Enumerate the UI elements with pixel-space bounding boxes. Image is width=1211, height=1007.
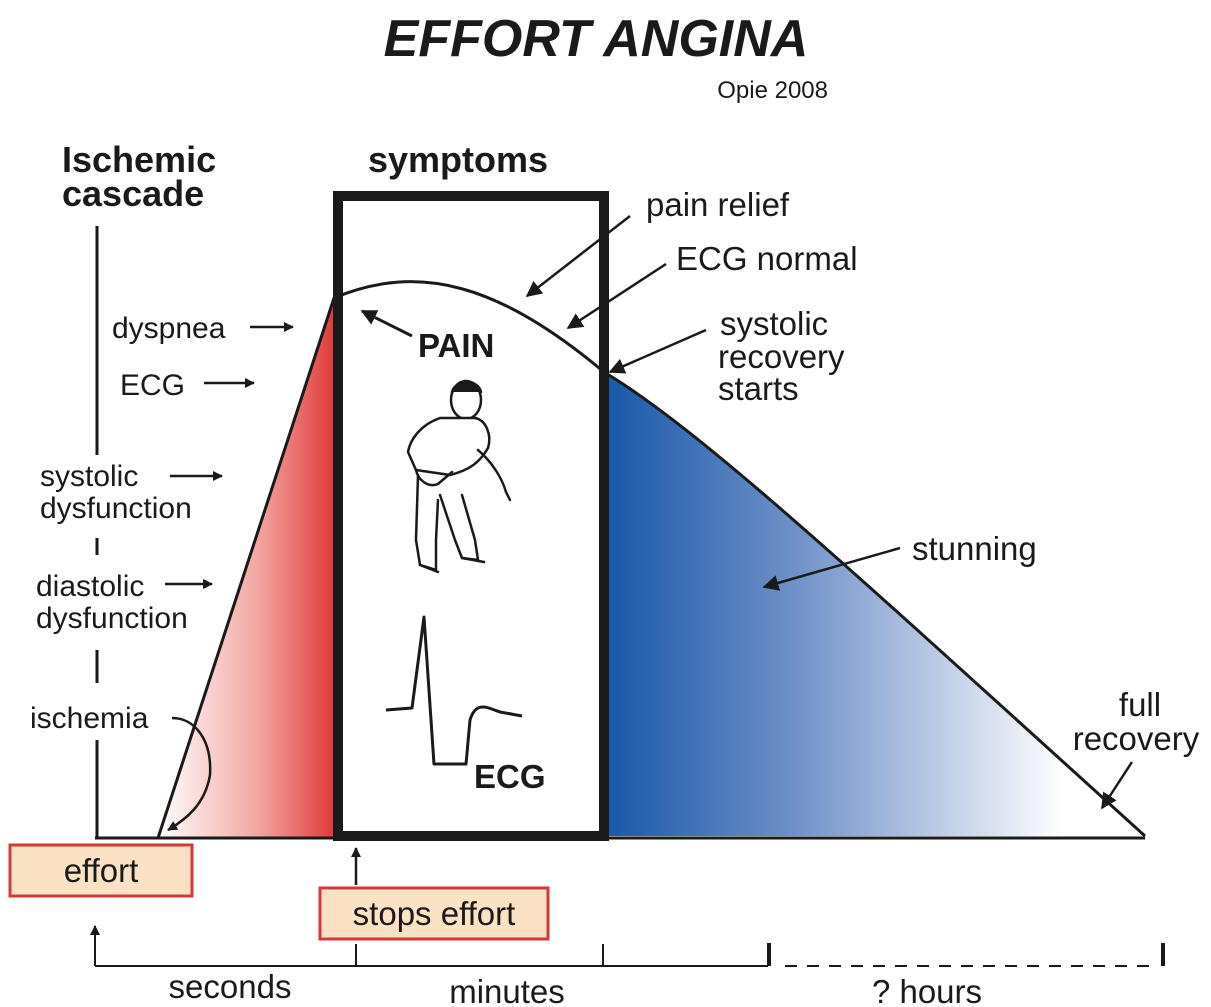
effort-label: effort	[64, 852, 139, 889]
pain-relief-label: pain relief	[646, 186, 790, 223]
pain-label: PAIN	[418, 327, 494, 364]
diastolic-label-line2: dysfunction	[36, 602, 188, 635]
ecg-trace-label: ECG	[474, 758, 546, 795]
full-recovery-arrow	[1102, 762, 1132, 808]
cascade-heading-line2: cascade	[62, 173, 204, 214]
dyspnea-label: dyspnea	[112, 312, 226, 345]
stunning-label: stunning	[912, 530, 1037, 567]
minutes-label: minutes	[449, 973, 565, 1007]
ecg-normal-label: ECG normal	[676, 240, 858, 277]
pain-arrow	[362, 311, 412, 336]
systolic-label-line1: systolic	[40, 460, 138, 493]
ischemia-label: ischemia	[30, 702, 149, 735]
ecg-trace	[386, 617, 522, 764]
seconds-label: seconds	[169, 968, 292, 1005]
systolic-recovery-line1: systolic	[720, 305, 828, 342]
full-recovery-line2: recovery	[1073, 720, 1200, 757]
time-axis	[95, 926, 1163, 966]
systolic-label-line2: dysfunction	[40, 492, 192, 525]
full-recovery-line1: full	[1119, 686, 1161, 723]
ecg-cascade-label: ECG	[120, 369, 185, 402]
diagram-title: EFFORT ANGINA	[384, 10, 809, 68]
systolic-recovery-line3: starts	[718, 370, 799, 407]
credit-label: Opie 2008	[717, 77, 828, 104]
diastolic-label-line1: diastolic	[36, 570, 144, 603]
hours-label: ? hours	[872, 973, 982, 1007]
patient-figure	[408, 381, 510, 572]
pain-relief-arrow	[527, 216, 630, 296]
systolic-recovery-arrow	[610, 330, 706, 372]
stunning-blue-region	[604, 372, 1145, 836]
symptoms-heading: symptoms	[368, 139, 548, 180]
ecg-normal-arrow	[568, 264, 666, 328]
stops-effort-label: stops effort	[353, 895, 516, 932]
